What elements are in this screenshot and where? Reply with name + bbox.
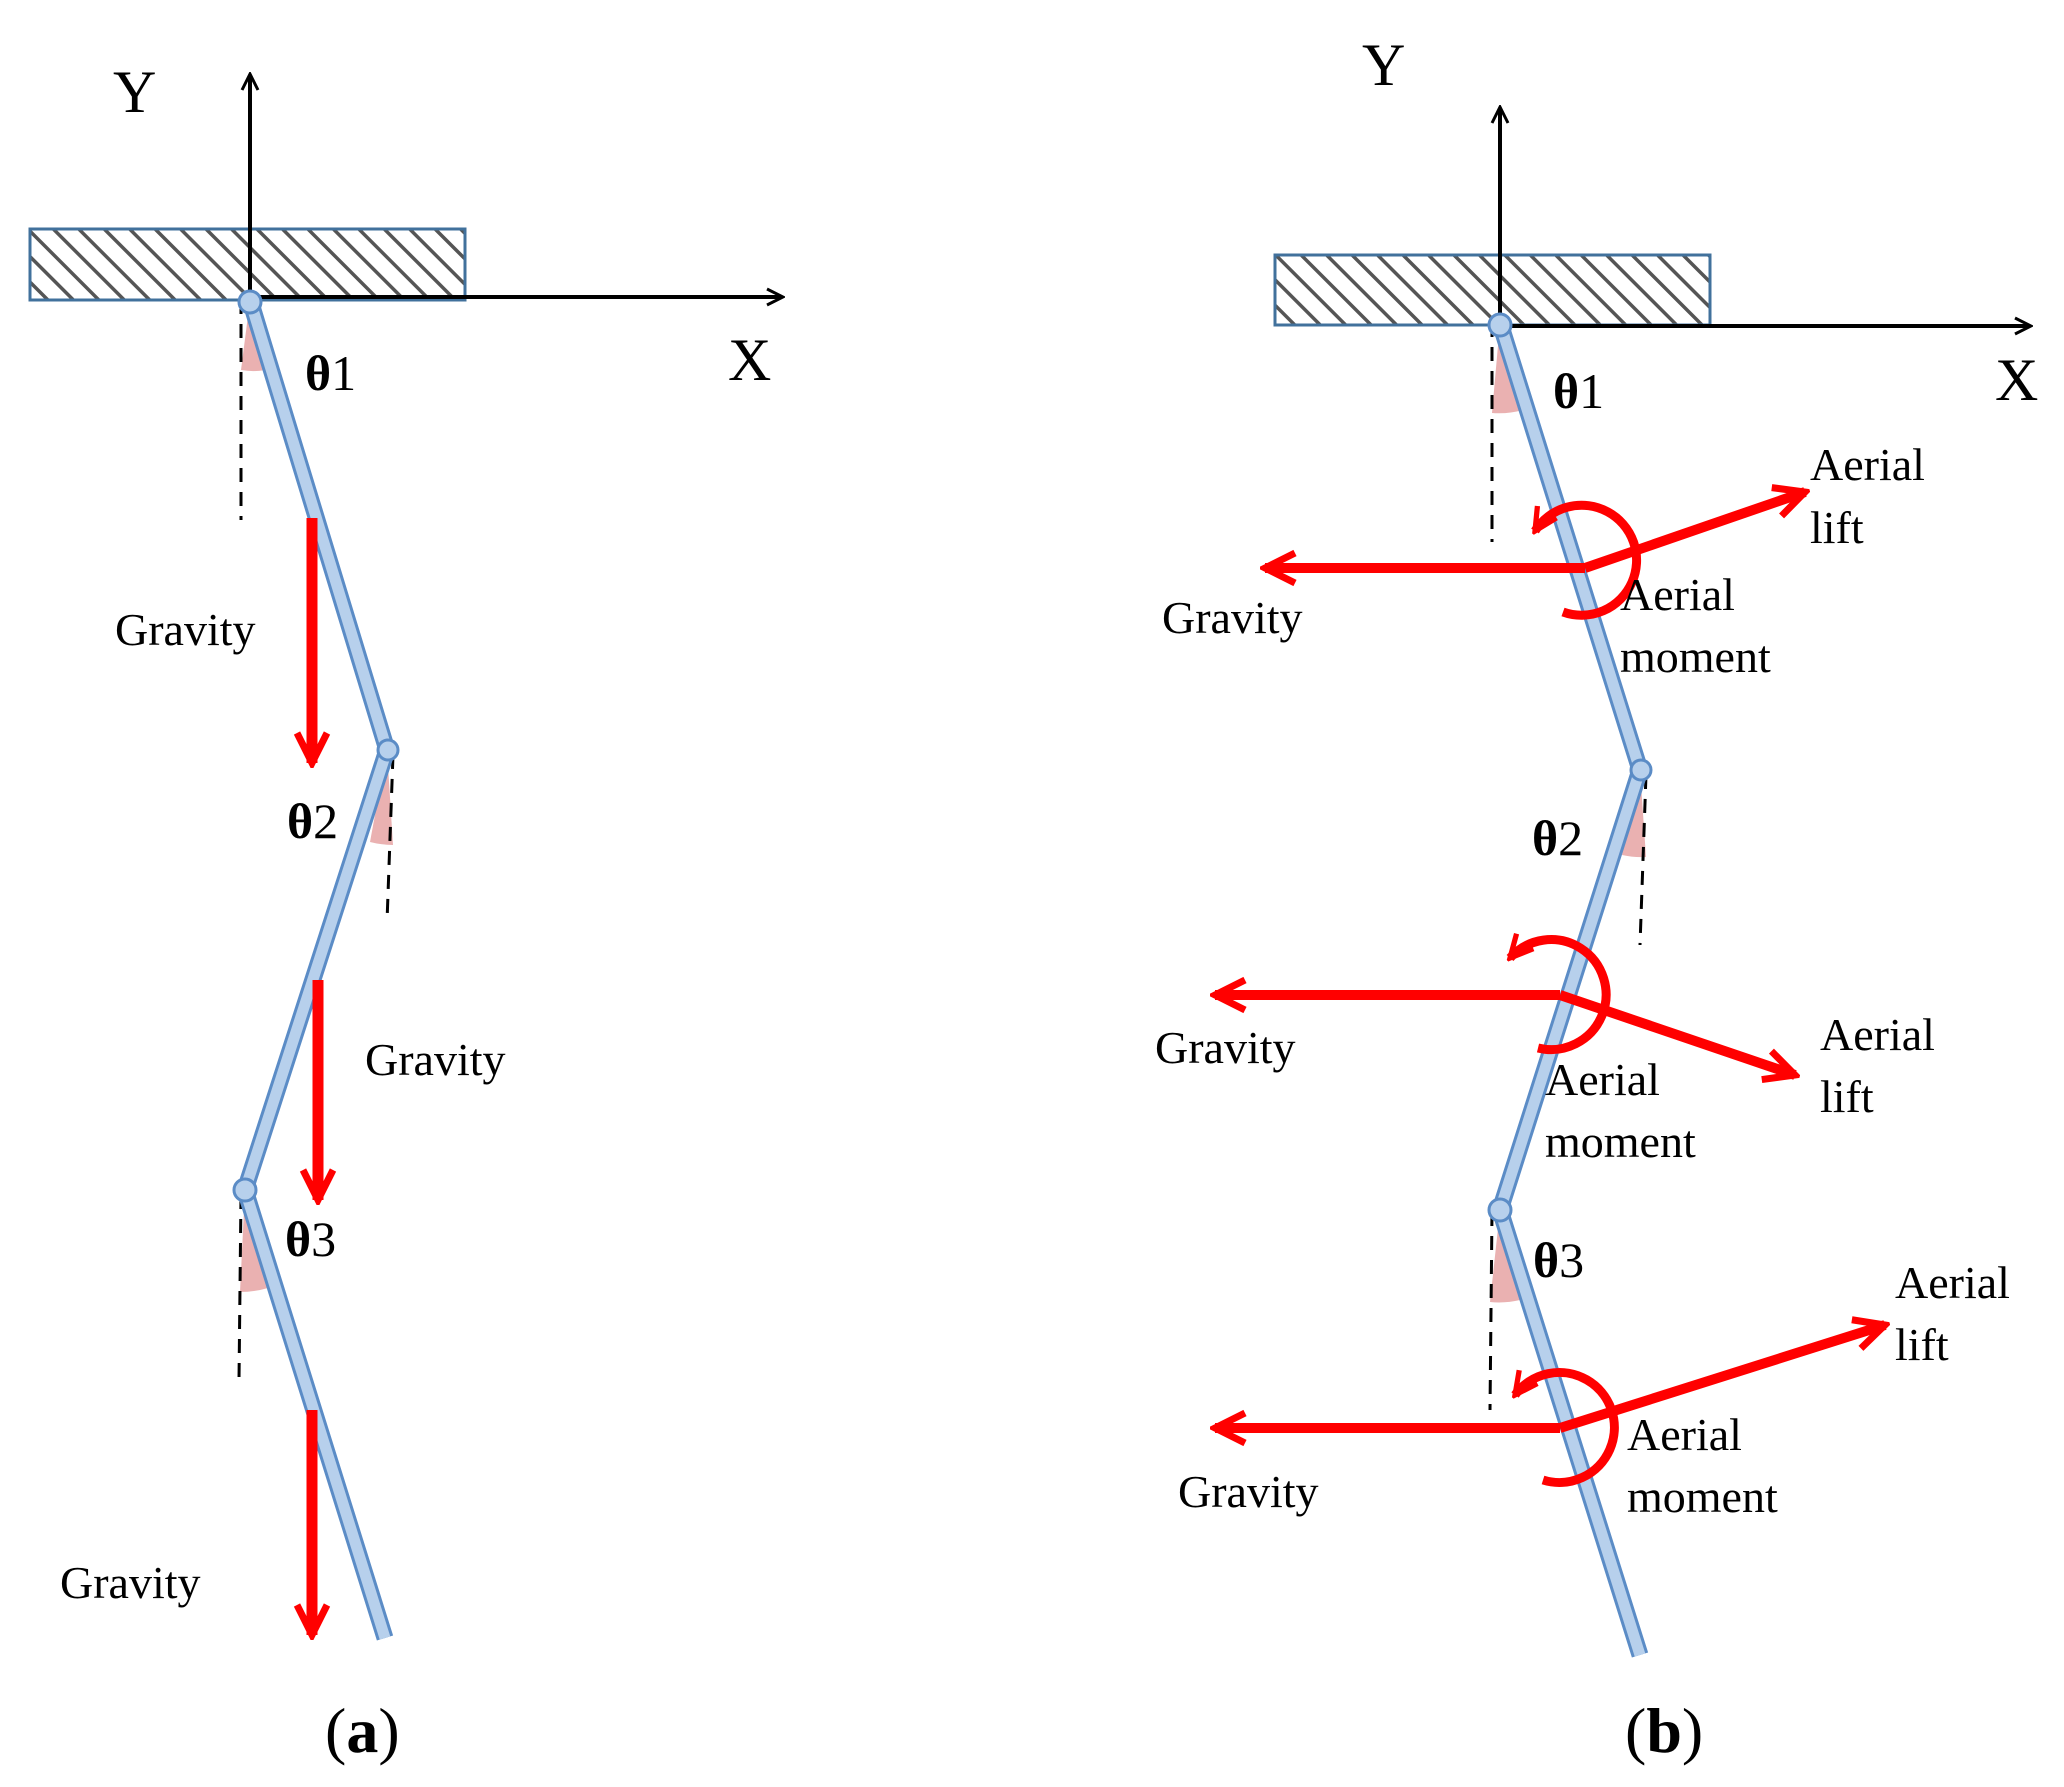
- gravity-label-2-b: Gravity: [1155, 1022, 1296, 1073]
- reference-line-3-a: [237, 1194, 243, 1381]
- joint-2-b: [1629, 758, 1653, 782]
- panel-a: Y X Gravity Gravity Gravity θ1 θ2 θ3 (a): [28, 59, 782, 1766]
- reference-line-2-b: [1638, 774, 1648, 946]
- theta1-label-a: θ1: [305, 345, 356, 401]
- joint-1-b: [1487, 312, 1513, 338]
- x-axis-label-b: X: [1995, 347, 2038, 413]
- lift-label-3-b: Aerial lift: [1895, 1257, 2021, 1370]
- lift-arrow-1-b: [1583, 492, 1805, 573]
- moment-arc-2-b: [1510, 940, 1611, 1055]
- x-axis-label-a: X: [728, 327, 771, 393]
- moment-label-1-b: Aerial moment: [1620, 569, 1771, 682]
- panel-b: Y X Gravity Gravity Gravity: [1155, 32, 2038, 1766]
- gravity-label-3-b: Gravity: [1178, 1466, 1319, 1517]
- gravity-label-1-b: Gravity: [1162, 592, 1303, 643]
- theta2-label-b: θ2: [1532, 810, 1583, 866]
- theta3-label-b: θ3: [1533, 1232, 1584, 1288]
- joint-2-a: [376, 738, 400, 762]
- lift-arrow-2-b: [1558, 990, 1795, 1075]
- caption-a: (a): [325, 1695, 400, 1766]
- pendulum-links-fill-b: [1494, 321, 1646, 1657]
- joint-1-a: [237, 289, 263, 315]
- reference-line-2-a: [385, 754, 395, 923]
- gravity-label-1-a: Gravity: [115, 604, 256, 655]
- moment-label-2-b: Aerial moment: [1545, 1054, 1696, 1167]
- caption-b: (b): [1625, 1695, 1703, 1766]
- fixed-base-b: [1273, 253, 1712, 327]
- y-axis-label-b: Y: [1362, 32, 1405, 98]
- y-axis-label-a: Y: [113, 59, 156, 125]
- lift-label-2-b: Aerial lift: [1820, 1009, 1946, 1122]
- joint-3-b: [1487, 1197, 1513, 1223]
- theta3-wedge-b: [1490, 1210, 1520, 1303]
- theta2-label-a: θ2: [287, 793, 338, 849]
- lift-label-1-b: Aerial lift: [1810, 439, 1936, 553]
- theta3-label-a: θ3: [285, 1211, 336, 1267]
- moment-arc-3-b: [1511, 1368, 1619, 1487]
- fixed-base-a: [28, 227, 467, 302]
- moment-label-3-b: Aerial moment: [1627, 1409, 1778, 1522]
- joint-3-a: [232, 1177, 258, 1203]
- theta1-label-b: θ1: [1553, 363, 1604, 419]
- gravity-label-3-a: Gravity: [60, 1557, 201, 1608]
- moment-arc-1-b: [1531, 500, 1642, 620]
- gravity-label-2-a: Gravity: [365, 1034, 506, 1085]
- reference-line-3-b: [1488, 1211, 1494, 1411]
